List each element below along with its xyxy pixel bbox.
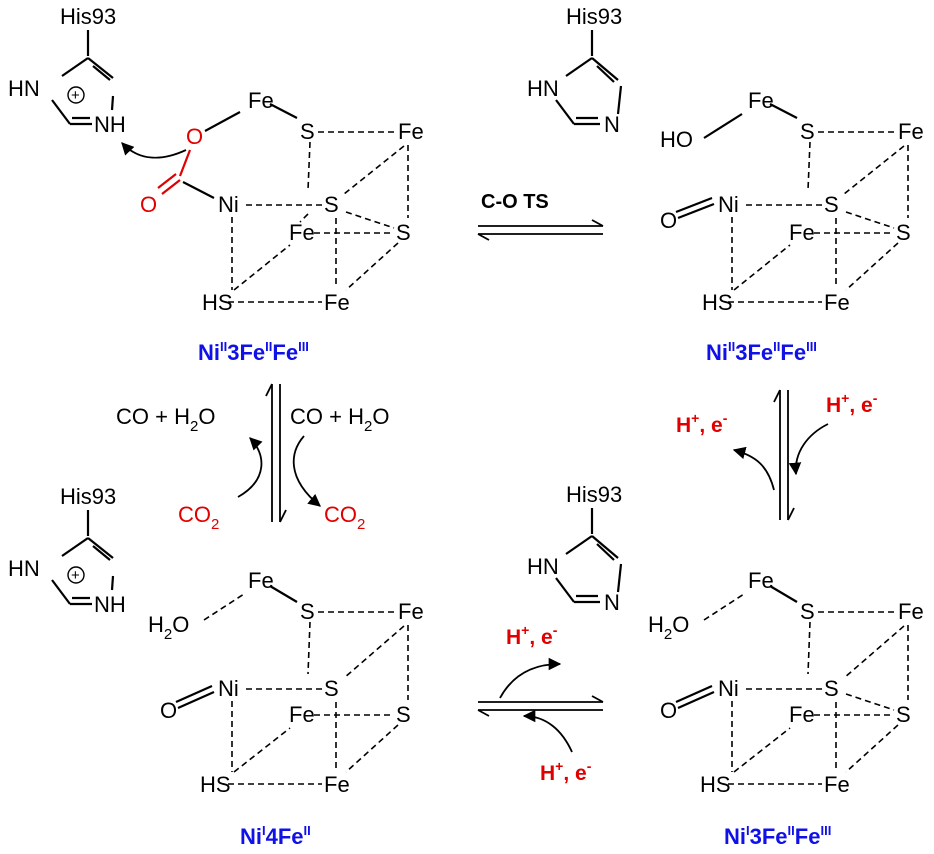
ni-atom: Ni [218, 192, 239, 217]
s-atom: S [896, 702, 911, 727]
svg-text:+: + [71, 567, 80, 584]
n-atom: N [604, 590, 620, 615]
residue-label: His93 [566, 4, 622, 29]
water-ligand: H2O [148, 612, 189, 643]
fe-atom: Fe [748, 88, 774, 113]
positive-charge-icon [67, 86, 85, 104]
ts-label: C-O TS [481, 191, 549, 213]
residue-label: His93 [60, 484, 116, 509]
s-atom: S [824, 676, 839, 701]
fe-atom: Fe [248, 568, 274, 593]
ni-atom: Ni [218, 676, 239, 701]
fe-atom: Fe [789, 702, 815, 727]
co-water-right: CO + H2O [290, 404, 389, 435]
fe-atom: Fe [824, 290, 850, 315]
left-equilibrium-arrows: CO + H2O CO + H2O CO2 CO2 [116, 383, 389, 533]
state-label-bottom-right: NiI3FeIIFeIII [724, 823, 831, 849]
fe-atom: Fe [789, 220, 815, 245]
s-atom: S [824, 192, 839, 217]
o-atom: O [160, 698, 177, 723]
fe-atom: Fe [289, 702, 315, 727]
hs-atom: HS [200, 772, 231, 797]
hs-atom: HS [700, 772, 731, 797]
hn-atom: HN [527, 554, 559, 579]
hn-atom: HN [8, 556, 40, 581]
fe-atom: Fe [898, 119, 924, 144]
top-left-complex: His93 HN NH + O O Fe S Fe Ni S Fe S HS [8, 4, 424, 365]
ho-atom: HO [660, 127, 693, 152]
fe-atom: Fe [248, 88, 274, 113]
o-atom: O [660, 698, 677, 723]
hn-atom: HN [8, 76, 40, 101]
residue-label: His93 [566, 482, 622, 507]
state-label-bottom-left: NiI4FeII [240, 823, 311, 849]
state-label-top-right: NiII3FeIIFeIII [706, 339, 817, 365]
co2-right: CO2 [324, 502, 365, 533]
s-atom: S [324, 676, 339, 701]
carbonyl-o-atom: O [140, 192, 157, 217]
fe-atom: Fe [748, 568, 774, 593]
s-atom: S [800, 599, 815, 624]
svg-text:+: + [71, 87, 80, 104]
n-atom: N [604, 112, 620, 137]
fe-atom: Fe [898, 599, 924, 624]
proton-electron-left: H+, e- [676, 410, 728, 437]
hs-atom: HS [702, 290, 733, 315]
nh-atom: NH [94, 112, 126, 137]
top-right-complex: His93 HN N HO Fe S Fe O Ni S Fe S HS Fe [527, 4, 924, 365]
fe-atom: Fe [324, 290, 350, 315]
s-atom: S [324, 192, 339, 217]
hn-atom: HN [527, 76, 559, 101]
s-atom: S [396, 220, 411, 245]
s-atom: S [800, 119, 815, 144]
ts-equilibrium-arrows: C-O TS [477, 191, 604, 241]
fe-atom: Fe [324, 772, 350, 797]
residue-label: His93 [60, 4, 116, 29]
s-atom: S [396, 702, 411, 727]
water-ligand: H2O [648, 612, 689, 643]
s-atom: S [300, 119, 315, 144]
ni-atom: Ni [718, 192, 739, 217]
s-atom: S [896, 220, 911, 245]
proton-electron-right: H+, e- [826, 390, 878, 417]
fe-atom: Fe [398, 599, 424, 624]
right-equilibrium-arrows: H+, e- H+, e- [676, 389, 878, 521]
co-water-left: CO + H2O [116, 404, 215, 435]
co2-left: CO2 [178, 502, 219, 533]
proton-electron-top: H+, e- [506, 622, 558, 649]
fe-atom: Fe [398, 119, 424, 144]
o-atom: O [660, 208, 677, 233]
proton-electron-bottom: H+, e- [540, 758, 592, 785]
state-label-top-left: NiII3FeIIFeIII [198, 339, 309, 365]
positive-charge-icon [67, 566, 85, 584]
bottom-right-complex: H2O Fe S Fe O Ni S Fe S HS Fe NiI3FeIIFe… [648, 568, 924, 849]
bottom-left-complex: His93 HN NH + H2O Fe S Fe O Ni S Fe S HS… [8, 484, 424, 849]
fe-atom: Fe [289, 220, 315, 245]
nh-atom: NH [94, 592, 126, 617]
bottom-equilibrium-arrows: His93 HN N H+, e- H+, e- [477, 482, 622, 785]
fe-atom: Fe [824, 772, 850, 797]
hs-atom: HS [202, 290, 233, 315]
ni-atom: Ni [718, 676, 739, 701]
s-atom: S [300, 599, 315, 624]
carbonate-o-atom: O [186, 124, 203, 149]
